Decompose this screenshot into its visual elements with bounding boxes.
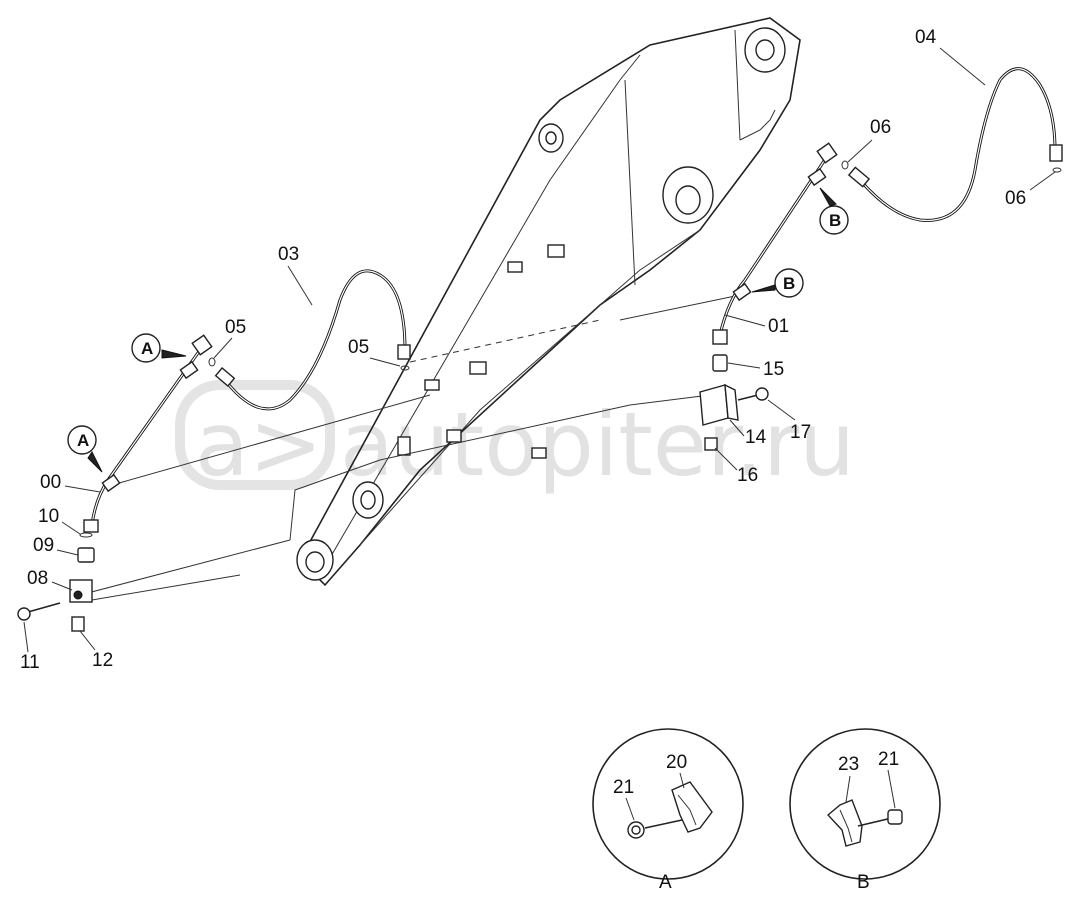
detail-view-b: 23 21 B bbox=[789, 728, 941, 893]
svg-text:B: B bbox=[783, 274, 795, 293]
pipe-00 bbox=[83, 334, 213, 533]
block-assembly-left bbox=[17, 532, 95, 632]
label-05-right: 05 bbox=[348, 337, 369, 358]
label-11: 11 bbox=[20, 652, 40, 673]
label-00: 00 bbox=[40, 472, 61, 493]
label-04: 04 bbox=[915, 27, 937, 48]
watermark-logo: a> bbox=[195, 393, 323, 496]
pipe-01 bbox=[712, 142, 838, 345]
label-05-left: 05 bbox=[225, 317, 246, 338]
hose-04 bbox=[841, 67, 1063, 222]
label-01: 01 bbox=[768, 316, 789, 337]
callout-a-upper: A bbox=[131, 333, 187, 363]
label-14: 14 bbox=[745, 427, 767, 448]
label-20: 20 bbox=[666, 752, 687, 773]
watermark-logo-frame bbox=[175, 380, 335, 490]
detail-view-a: 21 20 A bbox=[592, 728, 744, 893]
part-labels: 03 05 05 04 06 06 01 15 14 17 16 00 10 0… bbox=[20, 27, 1056, 673]
callout-b-lower: B bbox=[751, 268, 804, 298]
watermark: a> autopiter.ru bbox=[175, 380, 855, 496]
label-15: 15 bbox=[763, 359, 784, 380]
label-09: 09 bbox=[33, 535, 54, 556]
label-21-detail-b: 21 bbox=[878, 749, 899, 770]
detail-b-title: B bbox=[857, 872, 870, 893]
callout-a-lower: A bbox=[67, 425, 103, 473]
label-08: 08 bbox=[27, 568, 48, 589]
block-assembly-right bbox=[699, 354, 769, 451]
svg-text:B: B bbox=[829, 211, 841, 230]
svg-text:A: A bbox=[77, 431, 89, 450]
label-10: 10 bbox=[38, 506, 59, 527]
svg-text:A: A bbox=[141, 339, 153, 358]
label-16: 16 bbox=[737, 465, 758, 486]
label-06-top: 06 bbox=[870, 117, 891, 138]
callout-markers: A A B B bbox=[67, 187, 849, 473]
detail-a-title: A bbox=[659, 872, 672, 893]
watermark-text: autopiter.ru bbox=[340, 393, 855, 496]
hose-03 bbox=[208, 269, 411, 411]
boom-arm bbox=[296, 17, 801, 587]
label-12: 12 bbox=[92, 650, 113, 671]
leader-lines bbox=[79, 294, 741, 601]
callout-b-upper: B bbox=[819, 187, 849, 235]
label-17: 17 bbox=[790, 422, 811, 443]
label-23: 23 bbox=[838, 754, 859, 775]
label-03: 03 bbox=[278, 244, 299, 265]
label-06-right: 06 bbox=[1005, 188, 1026, 209]
label-21-detail-a: 21 bbox=[613, 777, 634, 798]
